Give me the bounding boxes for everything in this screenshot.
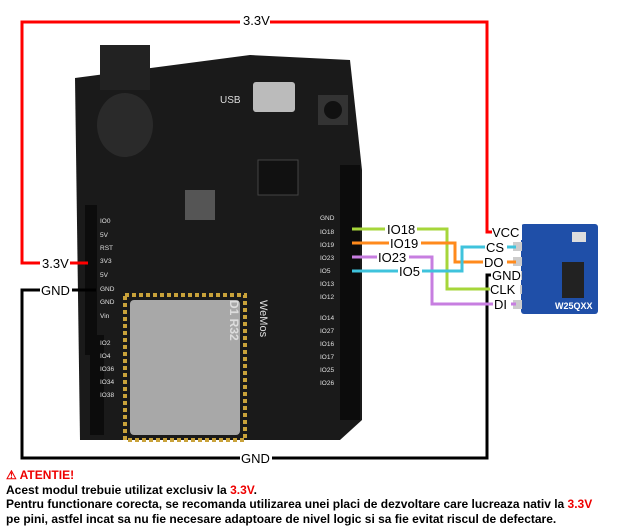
notice-voltage-2: 3.3V bbox=[567, 497, 593, 511]
pin-label: 5V bbox=[100, 272, 109, 279]
pin-label: IO38 bbox=[100, 392, 114, 399]
pin-label: 3V3 bbox=[100, 258, 112, 265]
brand-label: WeMos bbox=[257, 300, 269, 338]
w25qxx-module: W25QXX bbox=[513, 224, 598, 314]
pin-label: IO34 bbox=[100, 379, 114, 386]
notice-line2: Pentru functionare corecta, se recomanda… bbox=[6, 497, 568, 511]
pin-label: IO27 bbox=[320, 328, 334, 335]
pin-label: GND bbox=[100, 299, 115, 306]
gnd-pin-label: GND bbox=[492, 268, 521, 283]
pin-label: RST bbox=[100, 245, 113, 252]
pin-label: IO23 bbox=[320, 255, 334, 262]
notice-line3: pe pini, astfel incat sa nu fie necesare… bbox=[6, 511, 557, 526]
io19-label: IO19 bbox=[390, 236, 418, 251]
io5-label: IO5 bbox=[399, 264, 420, 279]
pin-label: GND bbox=[320, 215, 335, 222]
gnd-bottom-label: GND bbox=[241, 451, 270, 466]
notice: ⚠ ATENTIE! Acest modul trebuie utilizat … bbox=[6, 468, 592, 526]
pin-label: IO13 bbox=[320, 281, 334, 288]
pin-label: GND bbox=[100, 286, 115, 293]
notice-line1: Acest modul trebuie utilizat exclusiv la bbox=[6, 482, 231, 497]
dev-board: USB D1 R32 WeMos IO0 5V RST 3V3 5V GND G… bbox=[75, 45, 362, 442]
pin-label: IO16 bbox=[320, 341, 334, 348]
cs-pin-label: CS bbox=[486, 240, 504, 255]
warning-icon: ⚠ bbox=[6, 468, 17, 482]
notice-voltage: 3.3V bbox=[230, 482, 254, 497]
io23-label: IO23 bbox=[378, 250, 406, 265]
notice-title: ATENTIE! bbox=[19, 468, 75, 482]
notice-line1-end: . bbox=[253, 482, 257, 497]
pin-label: Vin bbox=[100, 313, 110, 320]
vcc-pin-label: VCC bbox=[492, 225, 519, 240]
gnd-left-label: GND bbox=[41, 283, 70, 298]
right-pin-labels: GND IO18 IO19 IO23 IO5 IO13 IO12 IO14 IO… bbox=[320, 215, 335, 387]
clk-pin-label: CLK bbox=[490, 282, 516, 297]
analog-pin-labels: IO2 IO4 IO36 IO34 IO38 bbox=[100, 340, 114, 399]
di-pin-label: DI bbox=[494, 297, 507, 312]
pin-label: IO0 bbox=[100, 218, 111, 225]
module-name: W25QXX bbox=[555, 301, 593, 311]
pin-label: IO26 bbox=[320, 380, 334, 387]
pin-label: IO4 bbox=[100, 353, 111, 360]
pin-label: IO18 bbox=[320, 229, 334, 236]
model-label: D1 R32 bbox=[227, 300, 241, 341]
pin-label: IO25 bbox=[320, 367, 334, 374]
usb-label: USB bbox=[220, 95, 241, 106]
pin-label: IO12 bbox=[320, 294, 334, 301]
io18-label: IO18 bbox=[387, 222, 415, 237]
vcc-top-label: 3.3V bbox=[243, 13, 270, 28]
pin-label: IO2 bbox=[100, 340, 111, 347]
pin-label: IO17 bbox=[320, 354, 334, 361]
pin-label: IO36 bbox=[100, 366, 114, 373]
vcc-left-label: 3.3V bbox=[42, 256, 69, 271]
do-pin-label: DO bbox=[484, 255, 504, 270]
pin-label: IO14 bbox=[320, 315, 334, 322]
pin-label: IO5 bbox=[320, 268, 331, 275]
pin-label: 5V bbox=[100, 232, 109, 239]
pin-label: IO19 bbox=[320, 242, 334, 249]
left-pin-labels: IO0 5V RST 3V3 5V GND GND Vin bbox=[100, 218, 115, 320]
